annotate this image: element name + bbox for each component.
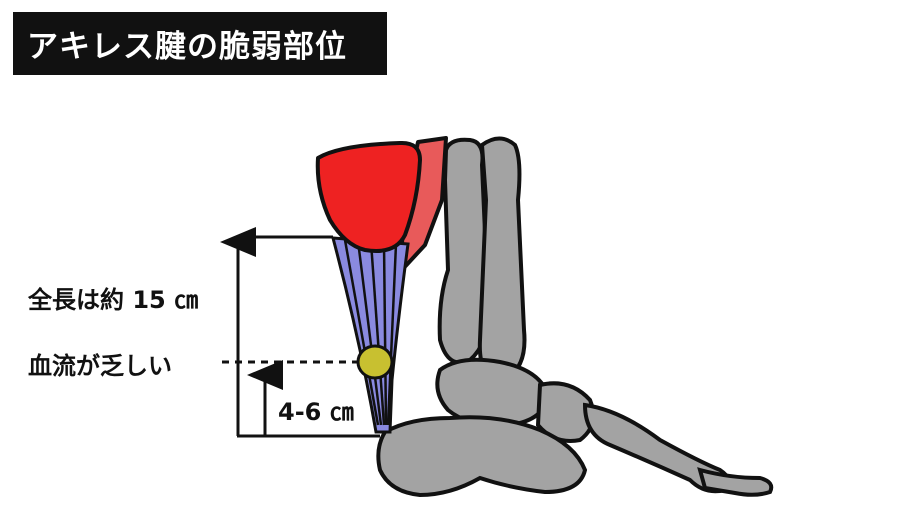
toe-bone: [697, 467, 774, 497]
fibula-bone: [477, 136, 527, 383]
talus-bone: [435, 357, 551, 428]
poor-blood-flow-label: 血流が乏しい: [28, 352, 172, 380]
weak-zone-height-label: 4-6 ㎝: [278, 398, 354, 426]
weak-spot-marker: [356, 344, 394, 380]
calcaneus-bone: [376, 415, 588, 498]
tendon-fibers: [343, 239, 398, 426]
total-length-label: 全長は約 15 ㎝: [28, 286, 199, 314]
page-title: アキレス腱の脆弱部位: [27, 29, 347, 65]
gastrocnemius-muscle: [315, 140, 422, 253]
title-banner: アキレス腱の脆弱部位: [13, 12, 387, 75]
